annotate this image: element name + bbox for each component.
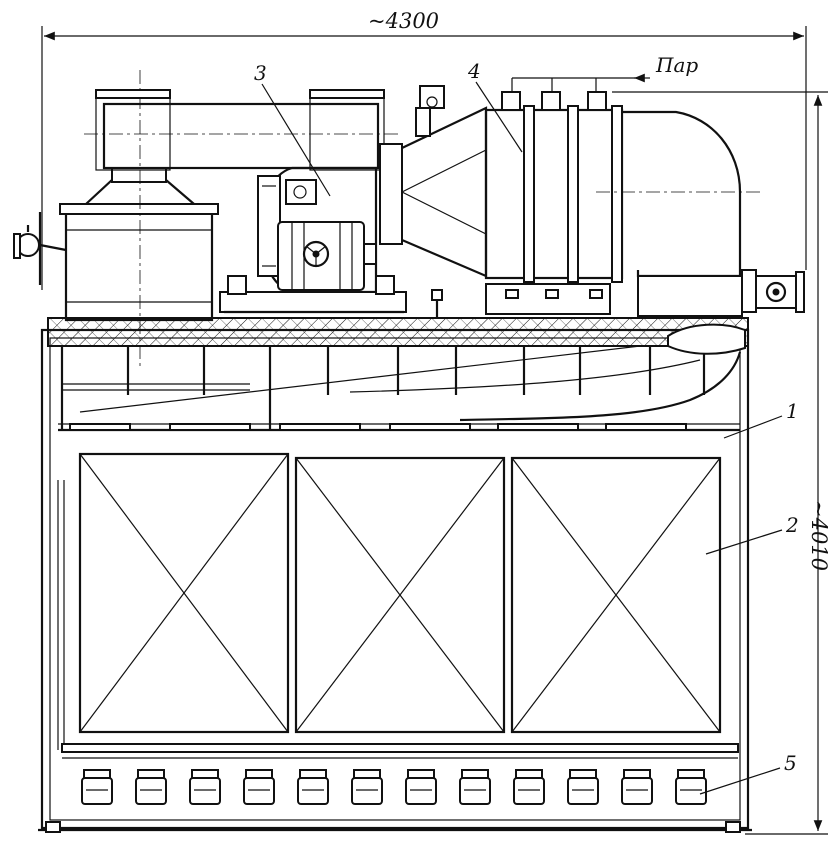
diffuser-cone — [379, 85, 488, 278]
callout-3: 3 — [254, 61, 331, 197]
spray-nozzle — [675, 769, 707, 805]
spray-nozzle — [135, 769, 167, 805]
steam-heater — [484, 73, 650, 283]
callout-4: 4 — [467, 59, 523, 153]
motor-base — [219, 275, 407, 314]
callout-2-text: 2 — [785, 513, 799, 537]
spray-nozzle — [243, 769, 275, 805]
callout-5: 5 — [699, 751, 797, 795]
spray-nozzle — [351, 769, 383, 805]
spray-nozzle-row — [81, 769, 707, 805]
side-valve — [13, 212, 67, 285]
spray-nozzle — [297, 769, 329, 805]
top-air-duct — [84, 89, 400, 171]
gauge — [431, 289, 443, 318]
housing-frame — [38, 328, 752, 833]
spray-nozzle — [513, 769, 545, 805]
spray-nozzle — [567, 769, 599, 805]
spray-nozzle — [621, 769, 653, 805]
spray-nozzle — [405, 769, 437, 805]
bottom-collector — [61, 743, 739, 759]
width-dimension-label: ~4300 — [368, 9, 439, 33]
height-dimension: ~4010 — [612, 91, 831, 835]
callout-5-text: 5 — [784, 751, 797, 775]
spray-nozzle — [189, 769, 221, 805]
separator-tank — [59, 70, 219, 370]
ceiling-slats — [69, 423, 687, 431]
width-dimension: ~4300 — [41, 9, 807, 290]
electric-motor — [277, 221, 377, 291]
deck-posts — [60, 346, 706, 430]
spray-nozzle — [81, 769, 113, 805]
steam-label-text: Пар — [655, 53, 698, 77]
spray-nozzle — [459, 769, 491, 805]
heat-exchanger-panels — [78, 452, 722, 734]
callout-4-text: 4 — [467, 59, 481, 83]
callout-2: 2 — [705, 513, 799, 555]
callout-1-text: 1 — [786, 399, 799, 423]
insulated-deck — [47, 317, 749, 355]
outlet-elbow — [596, 110, 805, 317]
callout-3-text: 3 — [254, 61, 267, 85]
height-dimension-label: ~4010 — [807, 500, 831, 571]
callout-1: 1 — [723, 399, 799, 439]
steam-inlet-label: Пар — [655, 53, 698, 77]
heater-base — [485, 283, 611, 315]
